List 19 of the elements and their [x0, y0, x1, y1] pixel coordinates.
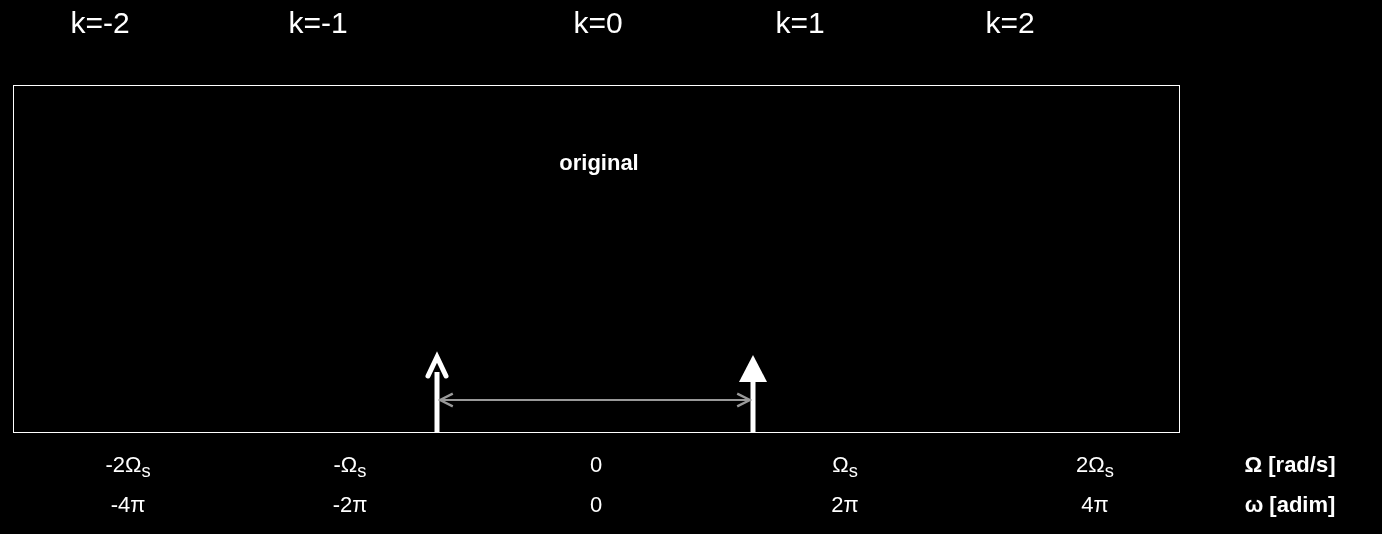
index-label: k=-2 [70, 8, 130, 38]
tick-label: -Ω$_{s}$ [333, 454, 367, 481]
tick-label: 2π [831, 494, 859, 516]
index-label: k=-1 [288, 8, 348, 38]
tick-label: 0 [589, 494, 603, 516]
axis-label: ω [adim] [1244, 494, 1336, 516]
tick-label: -4π [110, 494, 146, 516]
tick-label: Ω$_{s}$ [832, 454, 858, 481]
index-label: k=1 [775, 8, 825, 38]
spectrum-frame [13, 85, 1180, 433]
tick-label: -2π [332, 494, 368, 516]
index-label: k=2 [985, 8, 1035, 38]
tick-label: 2Ω$_{s}$ [1076, 454, 1114, 481]
axis-label: Ω [rad/s] [1244, 454, 1336, 476]
tick-label: 0 [589, 454, 603, 476]
tick-label: -2Ω$_{s}$ [105, 454, 151, 481]
index-label: k=0 [573, 8, 623, 38]
tick-label: 4π [1081, 494, 1109, 516]
frame-title: original [559, 152, 639, 174]
